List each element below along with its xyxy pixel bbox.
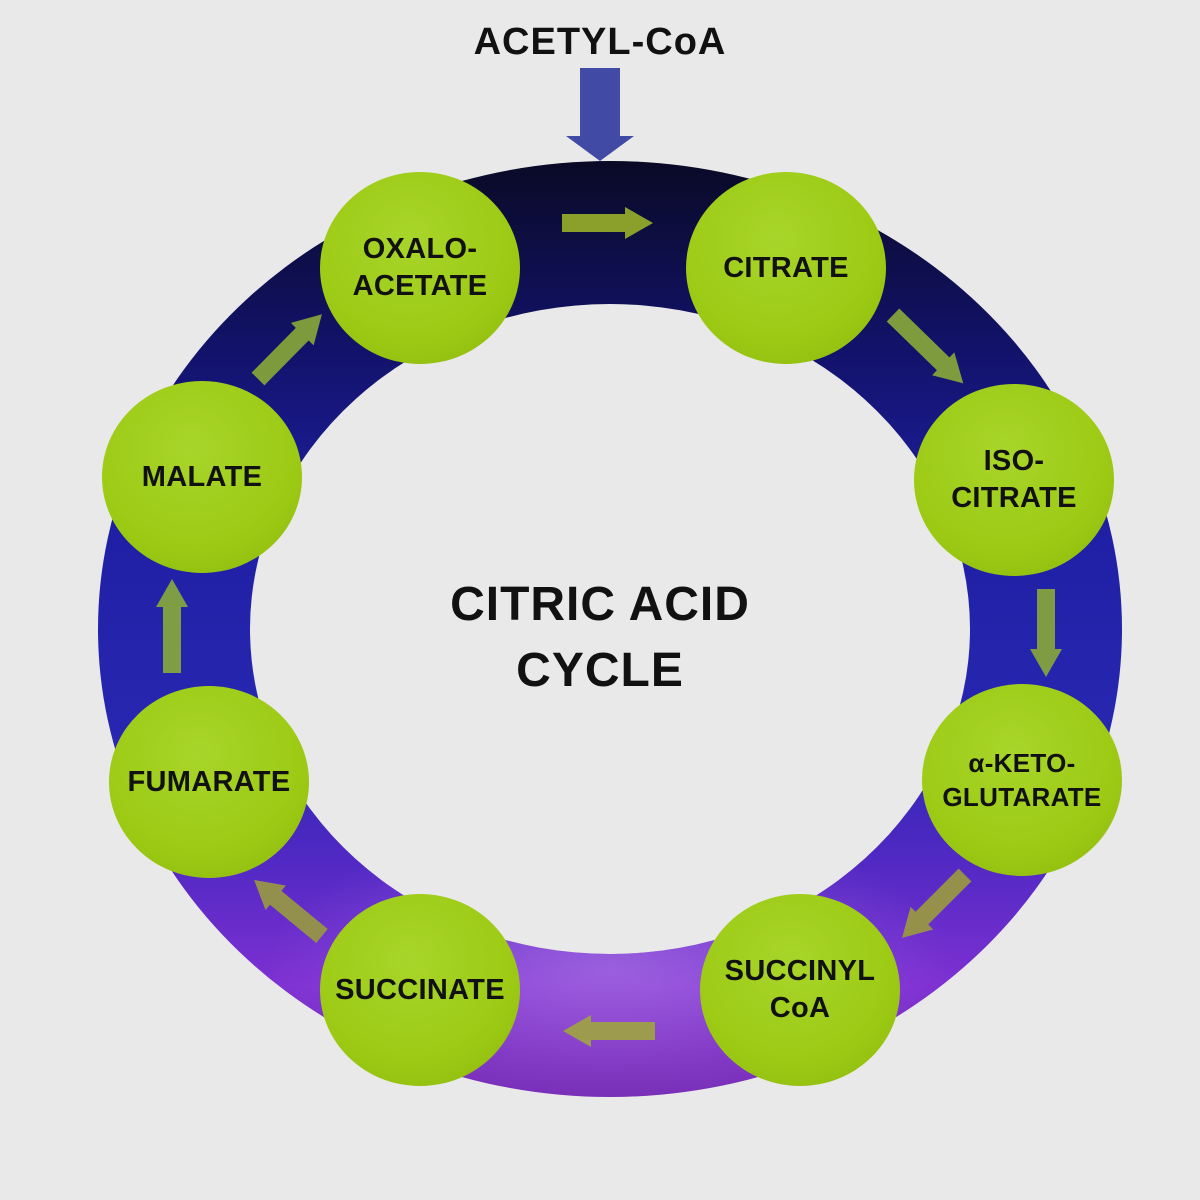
arrow-oxaloacetate-to-citrate xyxy=(562,207,653,239)
node-label-isocitrate: ISO- CITRATE xyxy=(951,445,1077,514)
acetyl-coa-label: ACETYL-CoA xyxy=(473,20,727,63)
diagram-title-line-2: CYCLE xyxy=(516,644,684,697)
arrow-citrate-to-isocitrate xyxy=(886,308,964,384)
node-circle-malate xyxy=(102,381,302,573)
node-label-fumarate: FUMARATE xyxy=(127,765,291,798)
node-label-succinate: SUCCINATE xyxy=(335,973,505,1006)
node-label-alpha-ketoglutarate: α-KETO- GLUTARATE xyxy=(942,748,1102,812)
diagram-title: CITRIC ACID CYCLE xyxy=(300,572,900,704)
acetyl-coa-input-arrow xyxy=(566,68,634,161)
arrow-malate-to-oxaloacetate xyxy=(251,314,322,386)
node-circle-citrate xyxy=(686,172,886,364)
node-label-oxaloacetate: OXALO- ACETATE xyxy=(352,233,488,302)
node-label-citrate: CITRATE xyxy=(723,251,849,284)
arrow-isocitrate-to-alpha-ketoglutarate xyxy=(1030,589,1062,677)
node-circle-alpha-ketoglutarate xyxy=(922,684,1122,876)
node-circle-oxaloacetate xyxy=(320,172,520,364)
node-circle-succinyl-coa xyxy=(700,894,900,1086)
node-circle-isocitrate xyxy=(914,384,1114,576)
arrow-alpha-ketoglutarate-to-succinyl-coa xyxy=(902,868,972,938)
diagram-title-line-1: CITRIC ACID xyxy=(450,578,750,631)
arrow-succinate-to-fumarate xyxy=(254,880,328,943)
arrow-fumarate-to-malate xyxy=(156,579,188,673)
node-label-succinyl-coa: SUCCINYL CoA xyxy=(724,955,876,1024)
cycle-ring xyxy=(98,161,1122,1097)
node-circle-succinate xyxy=(320,894,520,1086)
node-circle-fumarate xyxy=(109,686,309,878)
arrow-succinyl-coa-to-succinate xyxy=(563,1015,655,1047)
node-label-malate: MALATE xyxy=(141,460,263,493)
